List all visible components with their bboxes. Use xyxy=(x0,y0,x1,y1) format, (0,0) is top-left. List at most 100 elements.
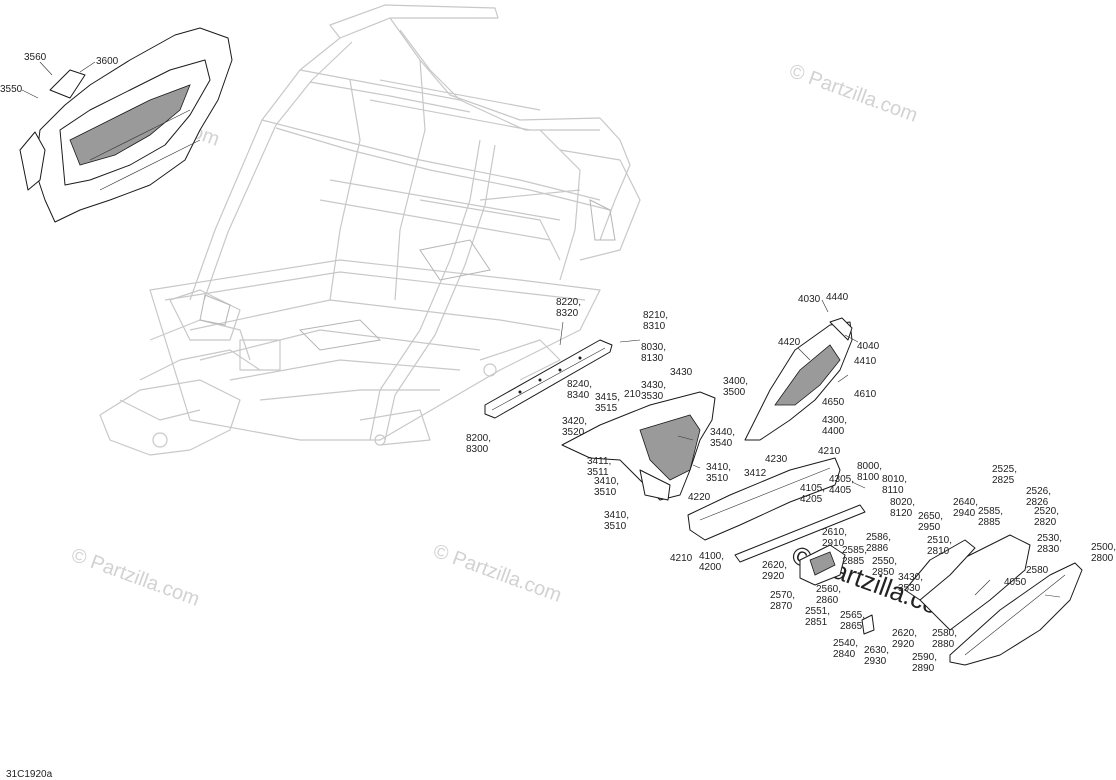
callout-line: 3511 xyxy=(587,467,609,478)
callout-c210: 210 xyxy=(624,389,641,400)
rocker-rail-part xyxy=(484,339,613,419)
callout-line: 4410 xyxy=(854,356,877,367)
callout-c2500: 2500,2800 xyxy=(1091,542,1116,564)
callout-line: 2886 xyxy=(866,543,889,554)
callout-line: 3500 xyxy=(723,387,746,398)
leader-lines xyxy=(21,61,1061,598)
callout-line: 2650, xyxy=(918,511,943,522)
callout-line: 2830 xyxy=(1037,544,1060,555)
callout-c4220: 4220 xyxy=(688,492,711,503)
callout-line: 3412 xyxy=(744,468,767,479)
callout-c2586: 2586,2886 xyxy=(866,532,891,554)
callout-c4030: 4030 xyxy=(798,294,821,305)
callout-c4650: 4650 xyxy=(822,397,845,408)
callout-line: 8130 xyxy=(641,353,664,364)
callout-line: 4040 xyxy=(857,341,880,352)
callout-line: 3550 xyxy=(0,84,23,95)
door-panel-assembly xyxy=(19,27,233,223)
callout-line: 3400, xyxy=(723,376,748,387)
callout-line: 2810 xyxy=(927,546,950,557)
callout-line: 2580 xyxy=(1026,565,1049,576)
callout-line: 4100, xyxy=(699,551,724,562)
callout-line: 3540 xyxy=(710,438,733,449)
callout-line: 2850 xyxy=(872,567,895,578)
callout-c2580a: 2580 xyxy=(1026,565,1049,576)
callout-line: 2520, xyxy=(1034,506,1059,517)
callout-c3400: 3400,3500 xyxy=(723,376,748,398)
callout-line: 3520 xyxy=(562,427,585,438)
callout-line: 2570, xyxy=(770,590,795,601)
callout-line: 4220 xyxy=(688,492,711,503)
callout-line: 2530, xyxy=(1037,533,1062,544)
callout-line: 2880 xyxy=(932,639,955,650)
callout-c2565: 2565,2865 xyxy=(840,610,865,632)
callout-c3430b: 3430,3530 xyxy=(641,380,666,402)
callout-c3550: 3550 xyxy=(0,84,23,95)
callout-c2640: 2640,2940 xyxy=(953,497,978,519)
callout-line: 4230 xyxy=(765,454,788,465)
callout-c4040: 4040 xyxy=(857,341,880,352)
callout-line: 3530 xyxy=(898,583,921,594)
callout-line: 2885 xyxy=(842,556,865,567)
callout-line: 2560, xyxy=(816,584,841,595)
callout-c3410c: 3410,3510 xyxy=(706,462,731,484)
callout-c2526: 2526,2826 xyxy=(1026,486,1051,508)
callout-line: 8300 xyxy=(466,444,489,455)
callout-line: 2940 xyxy=(953,508,976,519)
lower-rocker-panel xyxy=(687,457,866,563)
callout-line: 8030, xyxy=(641,342,666,353)
callout-line: 2586, xyxy=(866,532,891,543)
callout-c3411: 3411,3511 xyxy=(587,456,611,478)
callout-line: 3430, xyxy=(641,380,666,391)
callout-c3440: 3440,3540 xyxy=(710,427,735,449)
callout-line: 2550, xyxy=(872,556,897,567)
callout-line: 3415, xyxy=(595,392,620,403)
callout-line: 3560 xyxy=(24,52,47,63)
callout-line: 3410, xyxy=(706,462,731,473)
callout-c4300: 4300,4400 xyxy=(822,415,847,437)
callout-c2620b: 2620,2920 xyxy=(892,628,917,650)
callout-line: 2630, xyxy=(864,645,889,656)
callout-c2560: 2560,2860 xyxy=(816,584,841,606)
callout-c3560: 3560 xyxy=(24,52,47,63)
callout-c2570: 2570,2870 xyxy=(770,590,795,612)
callout-line: 2585, xyxy=(842,545,867,556)
callout-c2585a: 2585,2885 xyxy=(978,506,1003,528)
callout-line: 2950 xyxy=(918,522,941,533)
callout-line: 3420, xyxy=(562,416,587,427)
callout-line: 2620, xyxy=(892,628,917,639)
callout-c3420: 3420,3520 xyxy=(562,416,587,438)
callout-line: 2565, xyxy=(840,610,865,621)
callout-c8020: 8020,8120 xyxy=(890,497,915,519)
callout-c4420: 4420 xyxy=(778,337,801,348)
vehicle-frame-drawing xyxy=(99,4,641,456)
callout-line: 2826 xyxy=(1026,497,1049,508)
callout-line: 3410, xyxy=(604,510,629,521)
callout-line: 2885 xyxy=(978,517,1001,528)
callout-line: 2840 xyxy=(833,649,856,660)
rear-upper-panel xyxy=(744,317,853,441)
callout-c2525: 2525,2825 xyxy=(992,464,1017,486)
callout-c8030: 8030,8130 xyxy=(641,342,666,364)
callout-c4440: 4440 xyxy=(826,292,849,303)
callout-c2551: 2551,2851 xyxy=(805,606,830,628)
callout-c4305: 4305,4405 xyxy=(829,474,854,496)
callout-line: 2640, xyxy=(953,497,978,508)
watermark-bottom-center: © Partzilla.com xyxy=(430,540,564,607)
callout-c8240: 8240,8340 xyxy=(567,379,592,401)
rear-door-panel xyxy=(799,534,1083,666)
callout-line: 4650 xyxy=(822,397,845,408)
callout-line: 8240, xyxy=(567,379,592,390)
callout-line: 2870 xyxy=(770,601,793,612)
callout-c2520: 2520,2820 xyxy=(1034,506,1059,528)
callout-line: 2930 xyxy=(864,656,887,667)
callout-line: 2920 xyxy=(762,571,785,582)
callout-c3412: 3412 xyxy=(744,468,767,479)
callout-line: 4305, xyxy=(829,474,854,485)
callout-line: 2825 xyxy=(992,475,1015,486)
callout-line: 2910 xyxy=(822,538,845,549)
callout-c2580b: 2580,2880 xyxy=(932,628,957,650)
diagram-code: 31C1920a xyxy=(6,769,53,780)
callout-line: 4205 xyxy=(800,494,823,505)
